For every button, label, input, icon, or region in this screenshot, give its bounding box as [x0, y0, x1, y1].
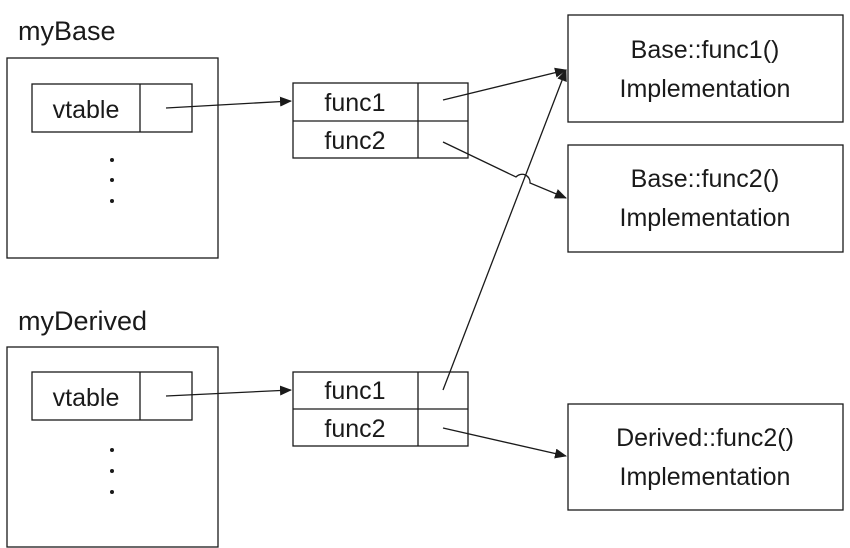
arrow-mybase-vptr-to-base-vtable — [165, 96, 292, 109]
myderived-ellipsis — [110, 448, 114, 494]
impl-derived-func2-caption: Implementation — [620, 463, 791, 491]
myderived-title: myDerived — [18, 306, 147, 336]
impl-derived-func2-box — [567, 403, 844, 511]
myderived-vtable-pointer-box — [31, 371, 193, 421]
impl-base-func1-box — [567, 14, 844, 123]
impl-base-func1-caption: Implementation — [620, 75, 791, 103]
impl-derived-func2-name: Derived::func2() — [616, 424, 794, 452]
base-vtable-func1: func1 — [324, 89, 385, 117]
base-vtable: func1 func2 — [292, 82, 469, 159]
myderived-vtable-label: vtable — [53, 384, 120, 412]
derived-vtable: func1 func2 — [292, 371, 469, 447]
mybase-vtable-label: vtable — [53, 96, 120, 124]
impl-base-func2-caption: Implementation — [620, 204, 791, 232]
mybase-vtable-pointer-box — [31, 83, 193, 133]
mybase-ellipsis — [110, 158, 114, 203]
arrow-derived-func2-to-impl — [442, 427, 567, 459]
impl-base-func2: Base::func2() Implementation — [567, 144, 844, 253]
base-vtable-func2: func2 — [324, 127, 385, 155]
arrow-base-func1-to-impl — [442, 67, 567, 101]
impl-base-func1: Base::func1() Implementation — [567, 14, 844, 123]
arrow-base-func2-to-impl — [442, 141, 567, 199]
arrow-myderived-vptr-to-derived-vtable — [165, 385, 292, 397]
impl-base-func1-name: Base::func1() — [631, 36, 780, 64]
derived-vtable-func1: func1 — [324, 377, 385, 405]
impl-derived-func2: Derived::func2() Implementation — [567, 403, 844, 511]
derived-vtable-func2: func2 — [324, 415, 385, 443]
impl-base-func2-name: Base::func2() — [631, 165, 780, 193]
arrow-derived-func1-to-base-impl — [442, 69, 567, 391]
impl-base-func2-box — [567, 144, 844, 253]
mybase-title: myBase — [18, 16, 116, 46]
